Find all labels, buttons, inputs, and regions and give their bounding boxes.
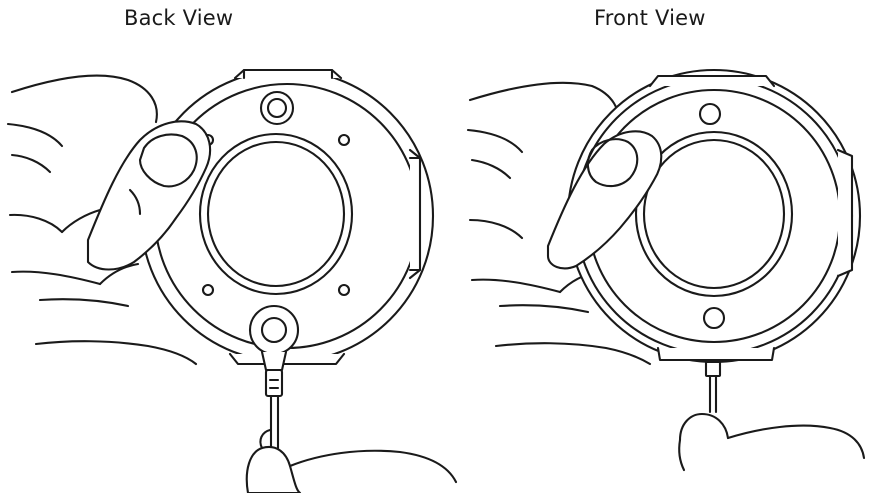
front-view-lead-wire — [704, 360, 722, 414]
back-view-thumb — [86, 120, 212, 271]
front-view-gripping-fingers — [678, 412, 866, 472]
back-view-title: Back View — [124, 6, 234, 30]
front-view-thumb — [546, 130, 663, 270]
front-view-illustration — [466, 68, 866, 472]
back-view-ring-terminal — [248, 304, 300, 450]
back-view-ring-body — [139, 68, 435, 366]
back-view-gripping-fingers — [245, 428, 458, 493]
front-view-title: Front View — [594, 6, 706, 30]
back-view-illustration — [6, 68, 458, 493]
back-view-holding-hand — [6, 74, 198, 366]
